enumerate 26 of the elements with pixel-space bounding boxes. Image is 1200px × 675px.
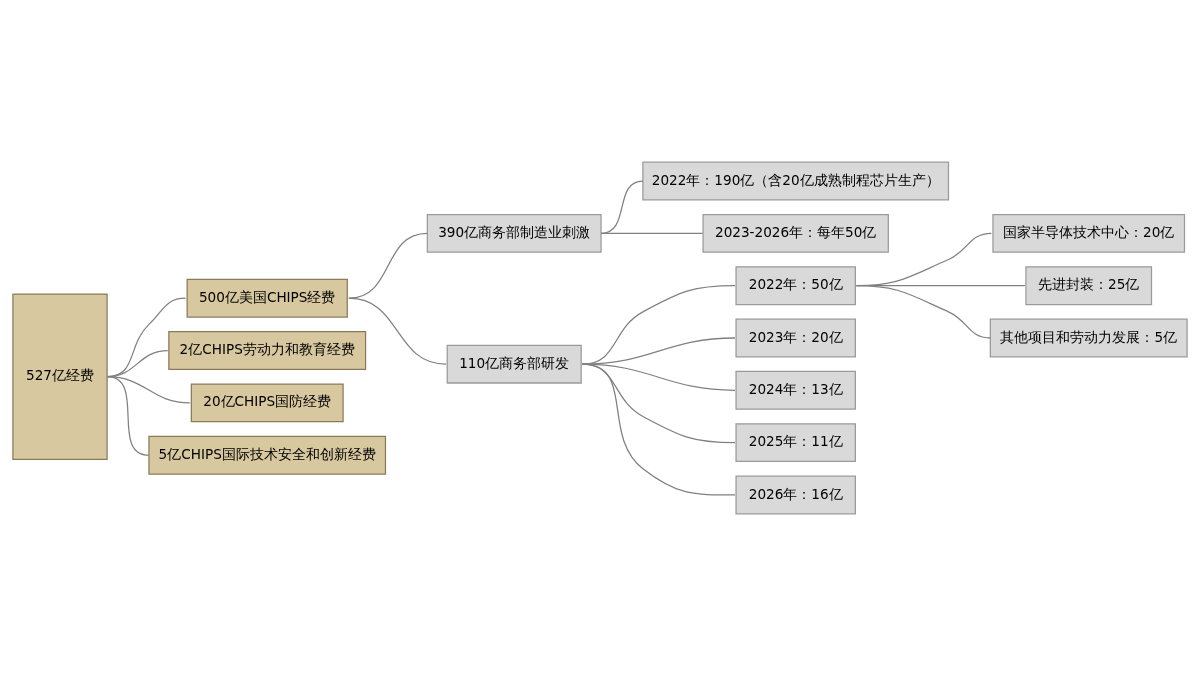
node-box: 2022年：50亿 (735, 265, 856, 305)
connector (348, 232, 428, 299)
node-box: 其他项目和劳动力发展：5亿 (989, 318, 1188, 357)
connector (581, 284, 736, 365)
node-box: 国家半导体技术中心：20亿 (992, 213, 1186, 253)
connector (600, 179, 644, 234)
connector (348, 297, 447, 365)
connector (581, 336, 736, 365)
node-box: 2025年：11亿 (735, 422, 856, 462)
node-box: 2023-2026年：每年50亿 (702, 213, 889, 253)
node-box: 2026年：16亿 (735, 475, 856, 514)
node-box: 先进封装：25亿 (1025, 265, 1153, 305)
node-box: 2024年：13亿 (735, 370, 856, 410)
connector (581, 363, 736, 496)
node-box: 500亿美国CHIPS经费 (186, 278, 348, 318)
node-box: 2亿CHIPS劳动力和教育经费 (168, 330, 367, 370)
node-box: 2022年：190亿（含20亿成熟制程芯片生产） (642, 161, 950, 200)
node-box: 2023年：20亿 (735, 318, 856, 357)
connector (106, 375, 150, 456)
node-box: 5亿CHIPS国际技术安全和创新经费 (148, 435, 387, 475)
node-box: 20亿CHIPS国防经费 (190, 382, 344, 422)
connector (855, 284, 991, 339)
node-box: 390亿商务部制造业刺激 (426, 213, 602, 253)
connector (600, 232, 704, 234)
node-box: 527亿经费 (12, 292, 108, 460)
node-box: 110亿商务部研发 (446, 344, 582, 384)
